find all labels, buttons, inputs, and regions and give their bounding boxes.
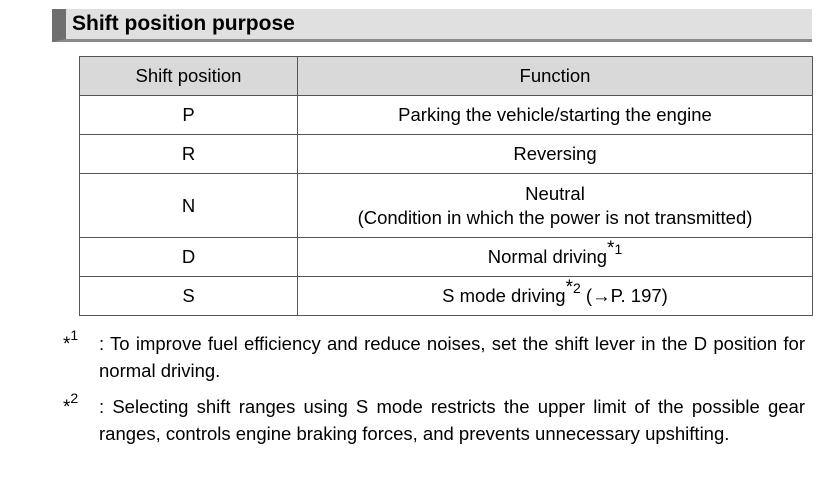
footnote-reference: *2 [565, 276, 581, 298]
footnote: *1 : To improve fuel efficiency and redu… [63, 326, 805, 384]
section-header: Shift position purpose [52, 9, 812, 42]
function-cell: Neutral (Condition in which the power is… [297, 173, 813, 238]
table-row: N Neutral (Condition in which the power … [79, 173, 813, 238]
function-line: (Condition in which the power is not tra… [357, 206, 753, 228]
footnote-text: : Selecting shift ranges using S mode re… [99, 396, 805, 444]
function-cell: Reversing [297, 134, 813, 174]
shift-position-table: Shift position Function P Parking the ve… [79, 56, 813, 316]
footnotes: *1 : To improve fuel efficiency and redu… [63, 326, 805, 456]
table-header-row: Shift position Function [79, 56, 813, 96]
footnote-number: 2 [70, 389, 79, 406]
table-row: P Parking the vehicle/starting the engin… [79, 95, 813, 135]
shift-position-cell: S [79, 276, 298, 316]
section-title: Shift position purpose [72, 12, 295, 35]
shift-position-cell: P [79, 95, 298, 135]
footnote-asterisk: * [607, 237, 615, 259]
column-header-function: Function [297, 56, 813, 96]
function-text: S mode driving [442, 285, 566, 306]
page-reference: (→P. 197) [580, 285, 668, 306]
footnote-number: 2 [572, 279, 581, 296]
shift-position-cell: N [79, 173, 298, 238]
function-cell: Parking the vehicle/starting the engine [297, 95, 813, 135]
table-row: R Reversing [79, 134, 813, 174]
footnote-marker: *2 [63, 389, 79, 421]
footnote-marker: *1 [63, 326, 79, 358]
footnote-reference: *1 [607, 237, 623, 259]
footnote: *2 : Selecting shift ranges using S mode… [63, 389, 805, 447]
table-row: D Normal driving*1 [79, 237, 813, 277]
footnote-asterisk: * [63, 397, 71, 418]
function-cell: S mode driving*2 (→P. 197) [297, 276, 813, 316]
footnote-number: 1 [614, 240, 623, 257]
footnote-asterisk: * [565, 276, 573, 298]
function-line: Neutral [525, 182, 585, 204]
shift-position-cell: D [79, 237, 298, 277]
footnote-asterisk: * [63, 334, 71, 355]
table-row: S S mode driving*2 (→P. 197) [79, 276, 813, 316]
column-header-shift-position: Shift position [79, 56, 298, 96]
footnote-text: : To improve fuel efficiency and reduce … [99, 333, 805, 381]
function-text: Normal driving [487, 246, 608, 267]
footnote-number: 1 [70, 326, 79, 343]
shift-position-cell: R [79, 134, 298, 174]
function-cell: Normal driving*1 [297, 237, 813, 277]
